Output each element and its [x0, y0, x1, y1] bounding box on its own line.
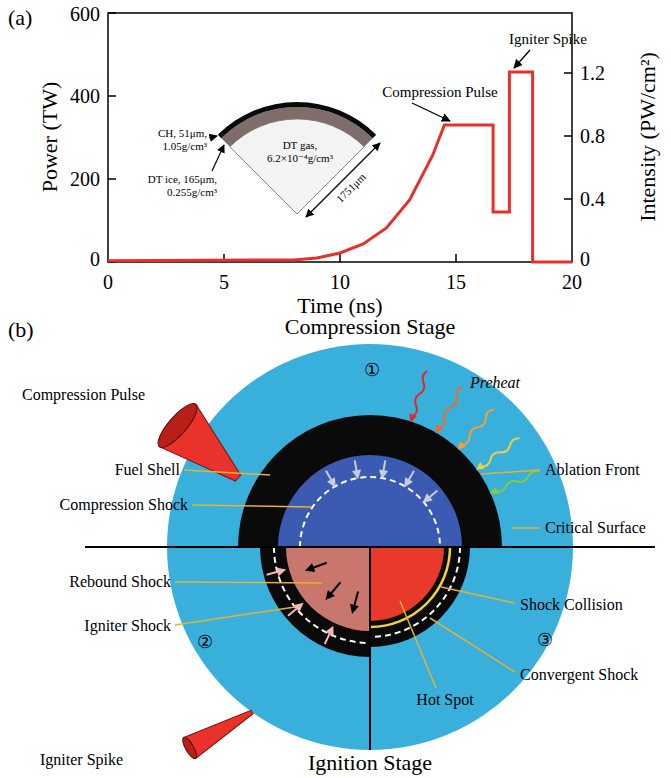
callout-number: ①	[364, 360, 380, 381]
stage-divider	[369, 547, 371, 750]
part-label: Igniter Spike	[40, 751, 123, 769]
tick-label: 0	[90, 248, 100, 271]
stage-title: Compression Stage	[285, 314, 456, 339]
tick-label: 5	[219, 271, 229, 294]
leader-arrow	[209, 136, 217, 138]
layer-label: CH, 51μm, 1.05g/cm³	[135, 127, 207, 152]
tick-label: 200	[70, 168, 100, 191]
tick-label: 400	[70, 85, 100, 108]
annotation-arrow	[514, 50, 530, 68]
tick-label: 0.4	[580, 188, 605, 211]
part-label: Hot Spot	[416, 691, 473, 709]
tick-label: 0.8	[580, 125, 605, 148]
axis-title: Power (TW)	[37, 82, 62, 193]
callout-number: ③	[537, 630, 553, 651]
part-label: Shock Collision	[520, 596, 623, 614]
callout-number: ②	[197, 632, 213, 653]
annotation: Compression Pulse	[382, 84, 497, 101]
laser-cone	[152, 398, 256, 499]
leader-lines	[175, 470, 540, 688]
rebound-arrows	[306, 560, 361, 613]
dimension-label: 1751μm	[334, 171, 369, 206]
igniter-arrows	[266, 567, 335, 645]
tick-label: 15	[446, 271, 466, 294]
tick-label: 1.2	[580, 62, 605, 85]
stage-title: Ignition Stage	[308, 751, 432, 776]
hot-spot	[370, 547, 444, 621]
annotation-arrow	[412, 103, 450, 121]
layer-label: DT gas, 6.2×10⁻⁴g/cm³	[250, 139, 350, 164]
tick-label: 0	[580, 248, 590, 271]
part-label: Convergent Shock	[520, 666, 638, 684]
annotation: Igniter Spike	[509, 31, 587, 48]
fuel-shell	[370, 547, 470, 647]
part-label: Preheat	[470, 374, 520, 392]
fuel-shell	[238, 415, 502, 547]
shock-collision-front	[370, 547, 450, 627]
preheat-arrows	[407, 370, 541, 498]
shock-arrows	[323, 460, 439, 504]
tick-label: 600	[70, 2, 100, 25]
tick-label: 20	[562, 271, 582, 294]
fuel-shell	[260, 547, 370, 657]
panel-label: (a)	[8, 5, 32, 30]
tick-label: 0	[103, 271, 113, 294]
corona-region	[370, 547, 573, 750]
axis-title: Intensity (PW/cm²)	[635, 52, 660, 222]
convergent-shock-front	[370, 547, 460, 637]
part-label: Fuel Shell	[115, 461, 180, 479]
part-label: Rebound Shock	[69, 573, 171, 591]
compression-shock-front	[300, 477, 440, 547]
part-label: Critical Surface	[545, 519, 646, 537]
laser-cone	[180, 702, 258, 761]
axis-ticks	[108, 13, 572, 262]
compressed-fuel	[286, 547, 370, 631]
part-label: Compression Pulse	[22, 386, 145, 404]
part-label: Igniter Shock	[84, 617, 171, 635]
ch-ablator-layer	[218, 102, 376, 138]
power-curve	[108, 72, 572, 262]
corona-region	[167, 344, 573, 547]
plot-frame	[108, 13, 572, 262]
part-label: Ablation Front	[545, 461, 640, 479]
fuel-core	[278, 455, 462, 547]
igniter-shock-front	[274, 547, 370, 643]
layer-label: DT ice, 165μm, 0.255g/cm³	[125, 173, 217, 198]
panel-label: (b)	[8, 317, 34, 342]
tick-label: 10	[330, 271, 350, 294]
part-label: Compression Shock	[60, 496, 188, 514]
corona-region	[167, 547, 370, 750]
leader-arrow	[212, 145, 224, 171]
